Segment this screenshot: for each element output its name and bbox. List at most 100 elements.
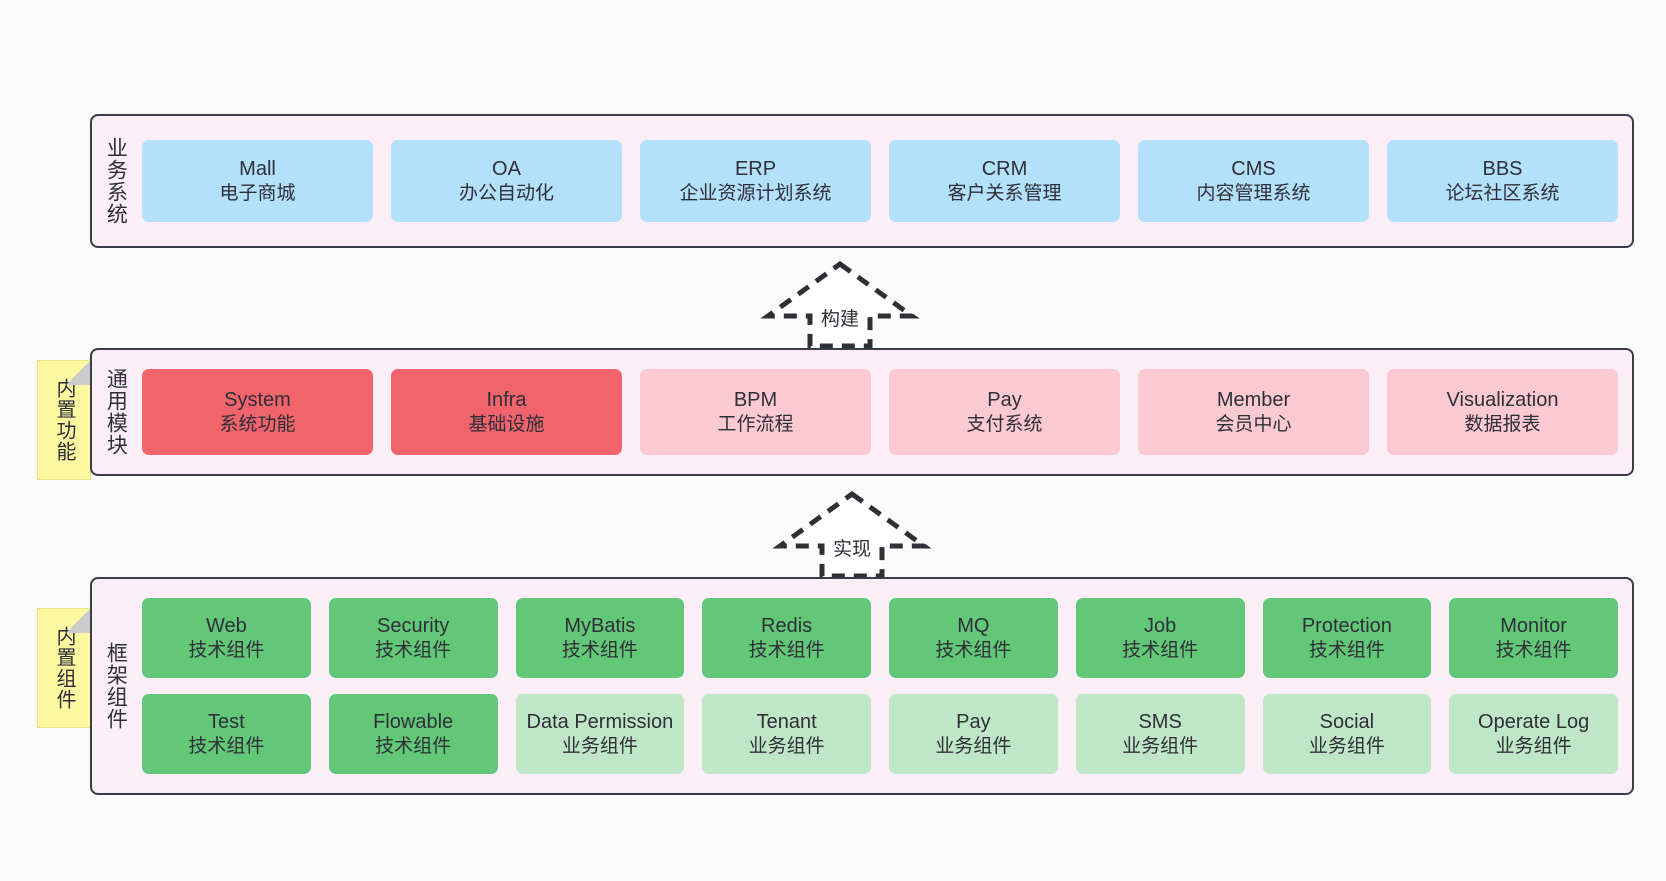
- sticky-note-builtin-functions: 内置功能: [37, 360, 91, 480]
- layer-business-systems-label: 业务系统: [104, 137, 128, 225]
- node-crm[interactable]: CRM 客户关系管理: [889, 140, 1120, 222]
- node-title: Social: [1319, 711, 1375, 734]
- node-data-permission[interactable]: Data Permission 业务组件: [515, 694, 685, 774]
- connector-implement: 实现: [772, 488, 932, 580]
- node-title: SMS: [1138, 711, 1182, 734]
- node-subtitle: 支付系统: [966, 413, 1043, 435]
- sticky-note-label: 内置功能: [53, 378, 75, 462]
- node-infra[interactable]: Infra 基础设施: [391, 369, 622, 455]
- node-subtitle: 技术组件: [935, 639, 1012, 661]
- framework-row-technical: Web 技术组件 Security 技术组件 MyBatis 技术组件 Redi…: [142, 598, 1618, 678]
- node-oa[interactable]: OA 办公自动化: [391, 140, 622, 222]
- node-title: Mall: [239, 158, 276, 181]
- node-mybatis[interactable]: MyBatis 技术组件: [515, 598, 685, 678]
- node-title: Security: [377, 615, 450, 638]
- node-protection[interactable]: Protection 技术组件: [1262, 598, 1432, 678]
- node-title: Tenant: [756, 711, 817, 734]
- node-social[interactable]: Social 业务组件: [1262, 694, 1432, 774]
- framework-row-business: Test 技术组件 Flowable 技术组件 Data Permission …: [142, 694, 1618, 774]
- node-bpm[interactable]: BPM 工作流程: [640, 369, 871, 455]
- node-title: Pay: [956, 711, 991, 734]
- node-subtitle: 工作流程: [717, 413, 794, 435]
- node-subtitle: 技术组件: [561, 639, 638, 661]
- node-title: Infra: [486, 389, 527, 412]
- node-pay-module[interactable]: Pay 支付系统: [889, 369, 1120, 455]
- node-job[interactable]: Job 技术组件: [1075, 598, 1245, 678]
- sticky-note-label: 内置组件: [53, 626, 75, 710]
- node-subtitle: 业务组件: [1495, 735, 1572, 757]
- node-subtitle: 会员中心: [1215, 413, 1292, 435]
- node-title: System: [224, 389, 291, 412]
- node-bbs[interactable]: BBS 论坛社区系统: [1387, 140, 1618, 222]
- layer-common-modules-label: 通用模块: [104, 368, 128, 456]
- node-subtitle: 办公自动化: [458, 182, 554, 204]
- layer-common-modules: 通用模块 System 系统功能 Infra 基础设施 BPM 工作流程 Pay…: [90, 348, 1634, 476]
- node-title: OA: [492, 158, 521, 181]
- node-subtitle: 系统功能: [219, 413, 296, 435]
- node-operate-log[interactable]: Operate Log 业务组件: [1449, 694, 1618, 774]
- node-visualization[interactable]: Visualization 数据报表: [1387, 369, 1618, 455]
- node-subtitle: 业务组件: [1122, 735, 1199, 757]
- layer-framework-components-label: 框架组件: [104, 642, 128, 730]
- layer-business-systems: 业务系统 Mall 电子商城 OA 办公自动化 ERP 企业资源计划系统 CRM…: [90, 114, 1634, 248]
- node-title: CMS: [1231, 158, 1276, 181]
- node-title: Web: [205, 615, 247, 638]
- node-pay-component[interactable]: Pay 业务组件: [889, 694, 1058, 774]
- node-title: Test: [208, 711, 245, 734]
- node-title: Pay: [987, 389, 1022, 412]
- node-title: Visualization: [1446, 389, 1559, 412]
- node-title: BBS: [1482, 158, 1523, 181]
- node-subtitle: 客户关系管理: [947, 182, 1062, 204]
- connector-build: 构建: [760, 258, 920, 350]
- connector-implement-label: 实现: [832, 539, 872, 560]
- node-subtitle: 论坛社区系统: [1445, 182, 1560, 204]
- node-subtitle: 电子商城: [219, 182, 296, 204]
- node-title: Job: [1144, 615, 1177, 638]
- node-subtitle: 数据报表: [1464, 413, 1541, 435]
- node-subtitle: 技术组件: [375, 639, 452, 661]
- node-subtitle: 技术组件: [188, 735, 265, 757]
- node-title: Redis: [761, 615, 813, 638]
- dashed-arrow-up-icon: [760, 260, 920, 349]
- node-subtitle: 基础设施: [468, 413, 545, 435]
- node-title: CRM: [981, 158, 1028, 181]
- sticky-note-builtin-components: 内置组件: [37, 608, 91, 728]
- node-title: ERP: [734, 158, 777, 181]
- node-title: MyBatis: [564, 615, 636, 638]
- node-subtitle: 企业资源计划系统: [679, 182, 832, 204]
- node-mq[interactable]: MQ 技术组件: [889, 598, 1058, 678]
- node-system[interactable]: System 系统功能: [142, 369, 373, 455]
- node-web[interactable]: Web 技术组件: [142, 598, 311, 678]
- node-title: Flowable: [373, 711, 454, 734]
- node-member[interactable]: Member 会员中心: [1138, 369, 1369, 455]
- node-title: Operate Log: [1478, 711, 1590, 734]
- node-tenant[interactable]: Tenant 业务组件: [702, 694, 871, 774]
- node-title: Monitor: [1500, 615, 1567, 638]
- node-subtitle: 业务组件: [748, 735, 825, 757]
- node-erp[interactable]: ERP 企业资源计划系统: [640, 140, 871, 222]
- layer-business-systems-body: Mall 电子商城 OA 办公自动化 ERP 企业资源计划系统 CRM 客户关系…: [138, 116, 1632, 246]
- layer-common-modules-body: System 系统功能 Infra 基础设施 BPM 工作流程 Pay 支付系统…: [138, 350, 1632, 474]
- node-subtitle: 技术组件: [748, 639, 825, 661]
- node-title: BPM: [733, 389, 778, 412]
- node-title: Data Permission: [526, 711, 674, 734]
- node-flowable[interactable]: Flowable 技术组件: [328, 694, 498, 774]
- node-subtitle: 技术组件: [375, 735, 452, 757]
- node-title: Protection: [1301, 615, 1392, 638]
- node-security[interactable]: Security 技术组件: [328, 598, 498, 678]
- node-test[interactable]: Test 技术组件: [142, 694, 311, 774]
- layer-framework-components-body: Web 技术组件 Security 技术组件 MyBatis 技术组件 Redi…: [138, 579, 1632, 793]
- node-title: Member: [1216, 389, 1291, 412]
- node-sms[interactable]: SMS 业务组件: [1075, 694, 1245, 774]
- node-cms[interactable]: CMS 内容管理系统: [1138, 140, 1369, 222]
- node-monitor[interactable]: Monitor 技术组件: [1449, 598, 1618, 678]
- layer-framework-components: 框架组件 Web 技术组件 Security 技术组件 MyBatis 技术组件…: [90, 577, 1634, 795]
- node-subtitle: 内容管理系统: [1196, 182, 1311, 204]
- node-subtitle: 业务组件: [1308, 735, 1385, 757]
- node-subtitle: 业务组件: [935, 735, 1012, 757]
- node-redis[interactable]: Redis 技术组件: [702, 598, 871, 678]
- node-subtitle: 技术组件: [1122, 639, 1199, 661]
- node-subtitle: 技术组件: [1308, 639, 1385, 661]
- node-mall[interactable]: Mall 电子商城: [142, 140, 373, 222]
